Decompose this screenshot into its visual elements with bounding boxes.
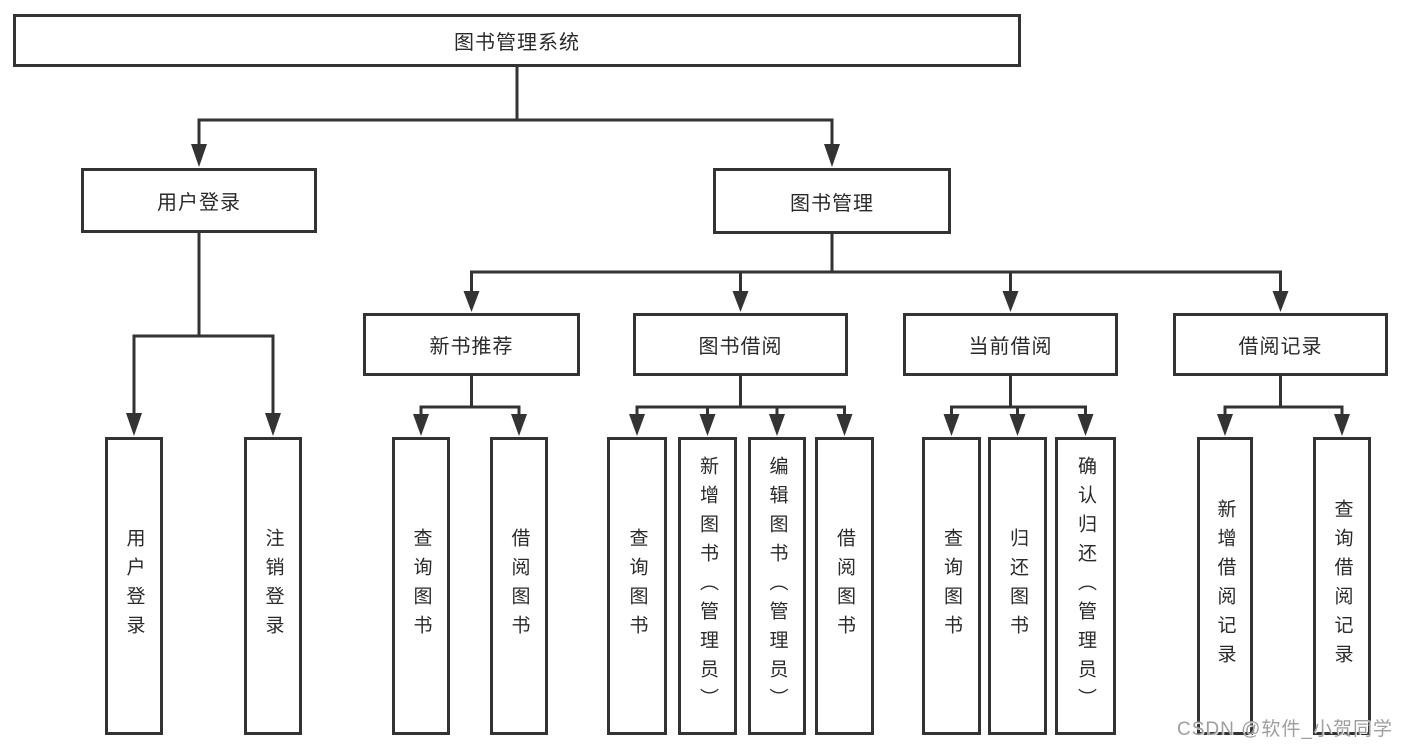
leaf-cb-return-books: 归还图书 bbox=[988, 437, 1047, 735]
leaf-bb-add-books-admin-label: 新增图书（管理员） bbox=[697, 455, 718, 717]
node-user-login-label: 用户登录 bbox=[157, 192, 241, 214]
leaf-user-login: 用户登录 bbox=[105, 437, 163, 735]
node-current-borrowing-label: 当前借阅 bbox=[968, 336, 1053, 358]
leaf-nbr-query-books-label: 查询图书 bbox=[410, 528, 432, 644]
leaf-bb-edit-books-admin: 编辑图书（管理员） bbox=[748, 437, 806, 735]
node-borrowing-records-label: 借阅记录 bbox=[1238, 336, 1323, 358]
node-current-borrowing: 当前借阅 bbox=[903, 313, 1118, 376]
node-borrowing-records: 借阅记录 bbox=[1173, 313, 1388, 376]
leaf-bb-add-books-admin: 新增图书（管理员） bbox=[678, 437, 737, 735]
leaf-cb-query-books: 查询图书 bbox=[922, 437, 981, 735]
leaf-bb-borrow-books: 借阅图书 bbox=[815, 437, 874, 735]
leaf-cb-confirm-return-admin-label: 确认归还（管理员） bbox=[1075, 455, 1096, 717]
node-new-book-recommend-label: 新书推荐 bbox=[429, 336, 514, 358]
leaf-cb-query-books-label: 查询图书 bbox=[941, 528, 962, 644]
leaf-nbr-borrow-books: 借阅图书 bbox=[490, 437, 548, 735]
node-user-login: 用户登录 bbox=[81, 168, 317, 233]
leaf-logout-login: 注销登录 bbox=[244, 437, 302, 735]
leaf-logout-login-label: 注销登录 bbox=[262, 528, 284, 644]
leaf-bb-query-books: 查询图书 bbox=[607, 437, 667, 735]
node-book-management-label: 图书管理 bbox=[790, 192, 874, 215]
arrowheads bbox=[126, 144, 1350, 436]
leaf-bb-borrow-books-label: 借阅图书 bbox=[834, 528, 855, 644]
node-book-management: 图书管理 bbox=[713, 168, 951, 234]
leaf-user-login-label: 用户登录 bbox=[123, 528, 145, 644]
leaf-br-query-record: 查询借阅记录 bbox=[1313, 437, 1371, 735]
leaf-nbr-query-books: 查询图书 bbox=[392, 437, 450, 735]
leaf-cb-confirm-return-admin: 确认归还（管理员） bbox=[1055, 437, 1116, 735]
watermark: CSDN @软件_小贺同学 bbox=[1177, 719, 1393, 740]
node-book-borrowing: 图书借阅 bbox=[633, 313, 848, 376]
node-root-label: 图书管理系统 bbox=[454, 32, 580, 54]
node-new-book-recommend: 新书推荐 bbox=[363, 313, 580, 376]
leaf-bb-query-books-label: 查询图书 bbox=[626, 528, 648, 644]
leaf-br-add-record: 新增借阅记录 bbox=[1197, 437, 1253, 735]
leaf-br-query-record-label: 查询借阅记录 bbox=[1331, 499, 1353, 673]
leaf-cb-return-books-label: 归还图书 bbox=[1007, 528, 1028, 644]
node-root: 图书管理系统 bbox=[13, 14, 1021, 67]
leaf-bb-edit-books-admin-label: 编辑图书（管理员） bbox=[766, 455, 788, 717]
node-book-borrowing-label: 图书借阅 bbox=[698, 336, 783, 358]
leaf-br-add-record-label: 新增借阅记录 bbox=[1214, 499, 1236, 673]
leaf-nbr-borrow-books-label: 借阅图书 bbox=[508, 528, 530, 644]
